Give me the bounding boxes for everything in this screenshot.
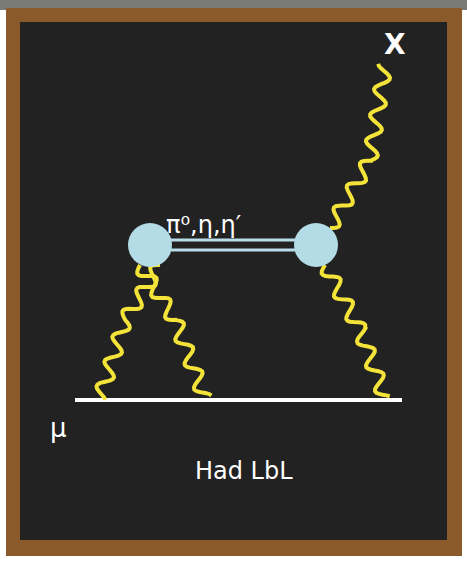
particle-label: μ — [50, 414, 67, 443]
particle-label: X — [384, 30, 406, 61]
photon-line — [97, 265, 161, 400]
photon-line — [330, 64, 390, 228]
meson-line — [150, 239, 316, 242]
diagram-caption: Had LbL — [195, 458, 293, 484]
board-frame — [6, 8, 462, 556]
meson-line — [150, 249, 316, 252]
photon-line — [322, 265, 390, 396]
meson-label: π⁰,η,η′ — [166, 212, 241, 238]
vertex-blob — [294, 223, 338, 267]
muon-line — [75, 398, 402, 402]
photon-line — [137, 265, 211, 396]
vertex-blob — [128, 223, 172, 267]
photon-lines — [97, 64, 391, 400]
blackboard — [20, 22, 447, 540]
